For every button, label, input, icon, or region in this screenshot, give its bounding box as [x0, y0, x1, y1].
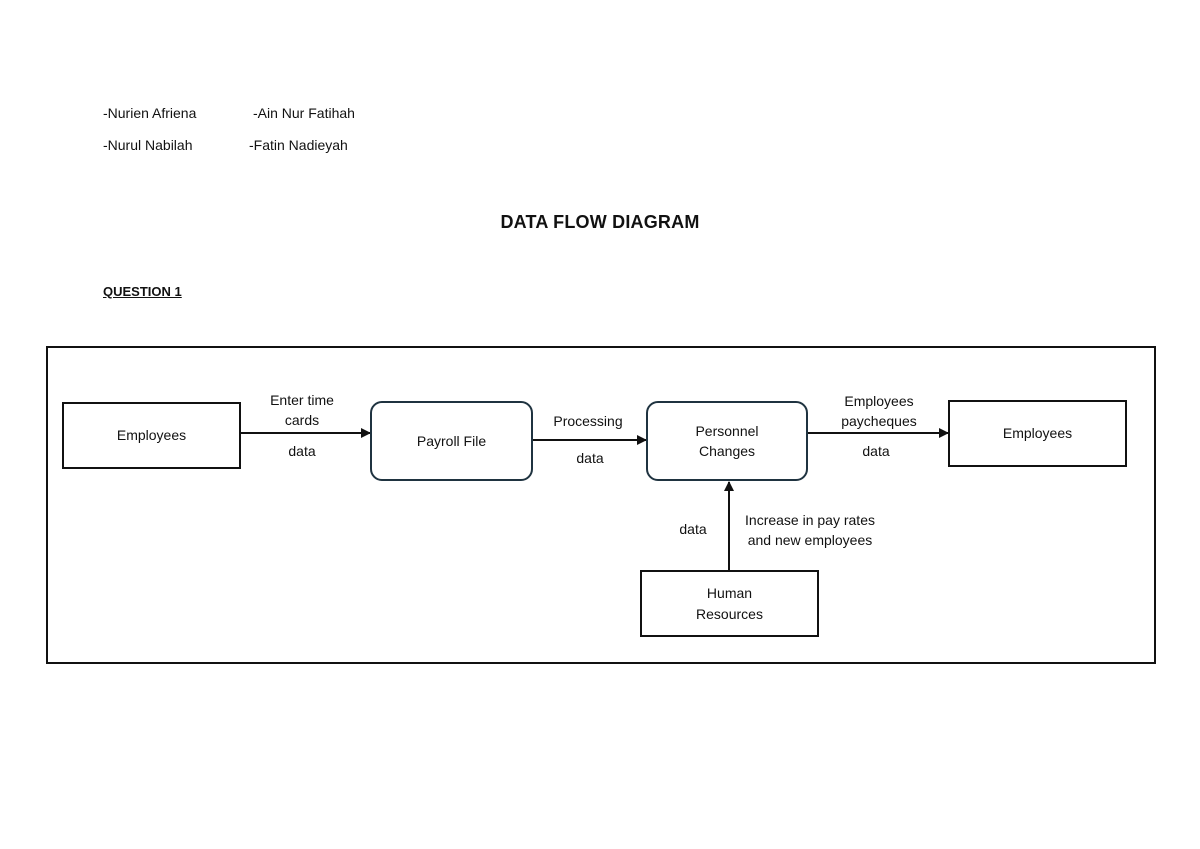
flow-label-data: data [679, 521, 707, 537]
page-title: DATA FLOW DIAGRAM [500, 212, 700, 232]
process-label: Payroll File [416, 432, 487, 449]
flow-label-paycheques: Employees paycheques [824, 391, 934, 432]
entity-label: Resources [696, 605, 763, 622]
process-label: Personnel [695, 422, 759, 439]
entity-label: Employees [1002, 425, 1073, 442]
author-name: -Nurul Nabilah [103, 137, 193, 153]
author-name: -Fatin Nadieyah [249, 137, 348, 153]
flow-label-data: data [862, 443, 890, 459]
flow-label-processing: Processing [553, 413, 623, 429]
flow-label-data: data [576, 450, 604, 466]
flow-label-line: and new employees [747, 532, 873, 549]
entity-label: Employees [116, 427, 187, 444]
flow-label-line: paycheques [841, 413, 917, 430]
author-name: -Nurien Afriena [103, 105, 197, 121]
personnel-changes-process: Personnel Changes [646, 401, 808, 481]
payroll-file-process: Payroll File [370, 401, 533, 481]
flow-label-line: cards [284, 412, 320, 429]
diagram-frame [46, 346, 1156, 664]
human-resources-entity: Human Resources [640, 570, 819, 637]
flow-label-increase: Increase in pay rates and new employees [735, 510, 885, 551]
entity-label: Human [706, 585, 753, 602]
question-heading: QUESTION 1 [103, 284, 182, 299]
process-label: Changes [698, 443, 756, 459]
flow-label-line: Enter time [270, 392, 334, 408]
employees-source-entity: Employees [62, 402, 241, 469]
flow-label-time-cards: Enter time cards [252, 390, 352, 431]
author-name: -Ain Nur Fatihah [253, 105, 355, 121]
flow-label-line: Increase in pay rates [745, 512, 875, 528]
employees-sink-entity: Employees [948, 400, 1127, 467]
flow-label-line: Employees [844, 393, 914, 409]
flow-label-data: data [288, 443, 316, 459]
